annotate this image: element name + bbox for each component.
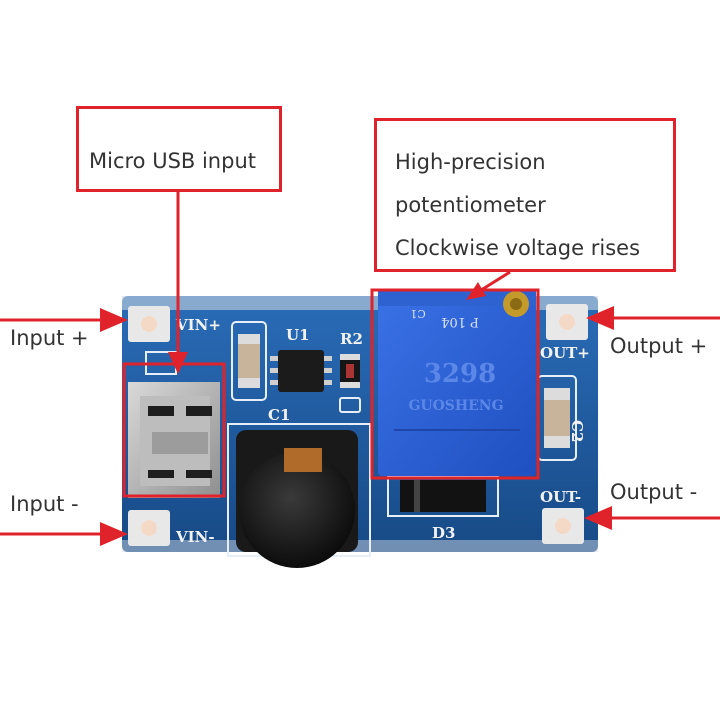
pot-sub: C1	[410, 307, 425, 320]
inductor	[236, 430, 358, 568]
silk-u1: U1	[286, 326, 310, 344]
callout-micro-usb-text: Micro USB input	[89, 149, 256, 173]
silk-vin-plus: VIN+	[175, 316, 221, 334]
pad-out-plus	[546, 304, 588, 340]
silk-out-minus: OUT-	[540, 488, 581, 506]
capacitor-left	[238, 334, 260, 388]
label-input-minus: Input -	[10, 492, 79, 516]
silk-c1: C1	[268, 406, 290, 424]
pad-vin-plus	[128, 306, 170, 342]
pad-vin-minus	[128, 510, 170, 546]
potentiometer-3298	[378, 290, 536, 476]
micro-usb-connector	[128, 382, 220, 498]
silk-r2: R2	[340, 330, 363, 348]
pot-brand: GUOSHENG	[408, 398, 503, 414]
pot-model: 3298	[424, 359, 496, 389]
silk-c2: C2	[568, 420, 586, 442]
resistor-r2	[340, 354, 360, 388]
pot-code: P 104	[441, 314, 479, 329]
label-output-minus: Output -	[610, 480, 698, 504]
capacitor-c2	[544, 388, 570, 448]
label-output-plus: Output +	[610, 334, 708, 358]
callout-pot-line3: Clockwise voltage rises	[395, 236, 641, 260]
diode-d3	[400, 480, 486, 512]
pot-highlight-box	[370, 288, 540, 480]
label-input-plus: Input +	[10, 326, 89, 350]
silk-d3: D3	[432, 524, 455, 542]
pad-out-minus	[542, 508, 584, 544]
silk-vin-minus: VIN-	[175, 528, 215, 546]
arrows	[0, 192, 720, 546]
callout-pot-line2: potentiometer	[395, 193, 546, 217]
silk-out-plus: OUT+	[540, 344, 590, 362]
callout-pot-line1: High-precision	[395, 150, 546, 174]
callout-potentiometer: High-precision potentiometer Clockwise v…	[374, 118, 676, 272]
callout-micro-usb: Micro USB input	[76, 106, 282, 192]
chip-u1	[270, 350, 332, 392]
